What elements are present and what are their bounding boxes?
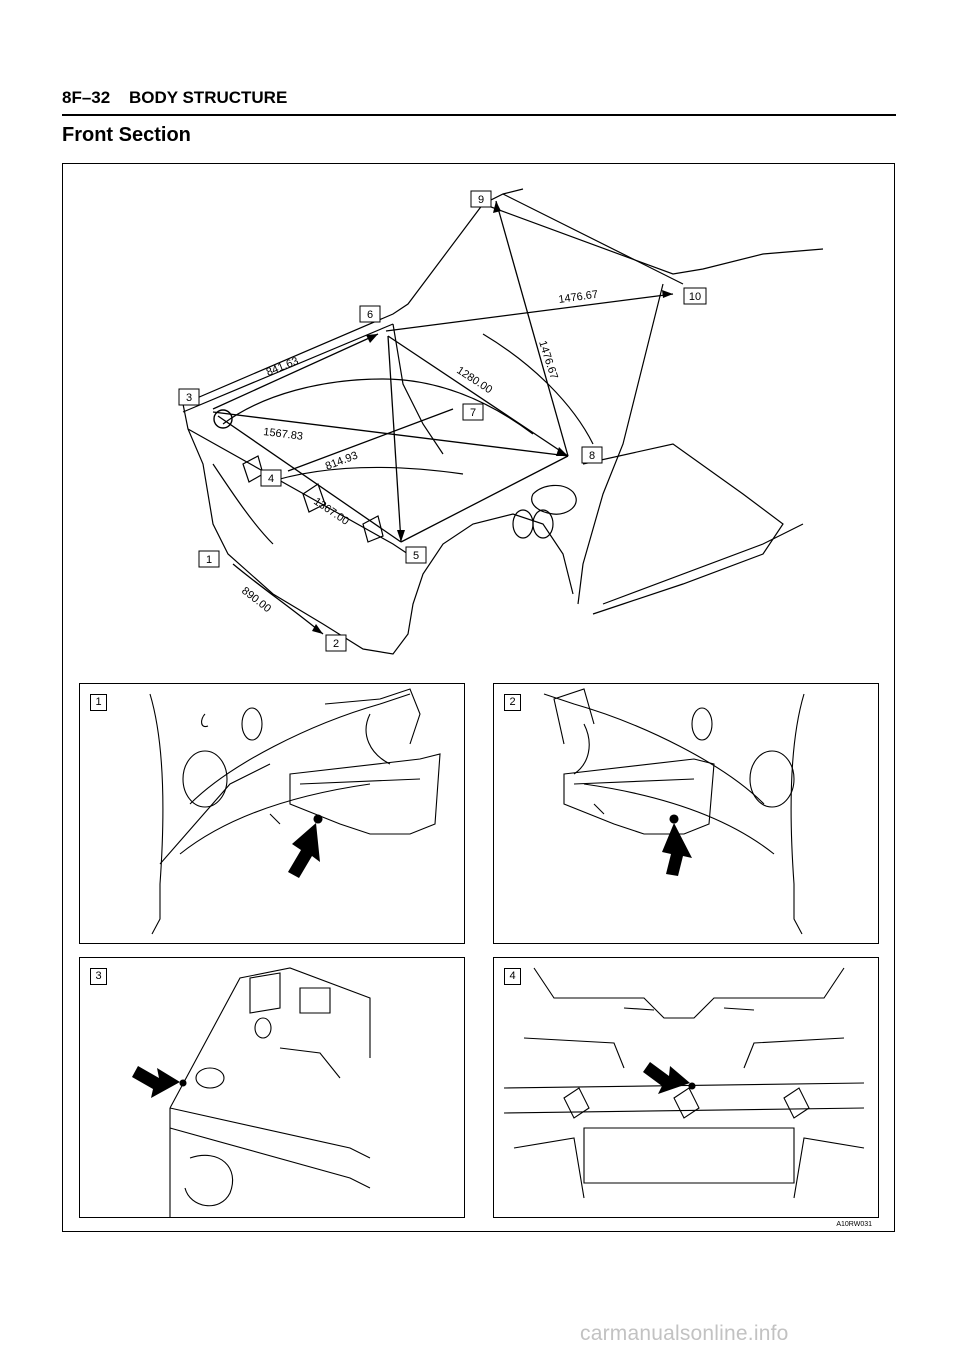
detail-panel-1-label: 1 xyxy=(90,694,107,711)
detail-panel-2: 2 xyxy=(493,683,879,944)
watermark-text: carmanualsonline.info xyxy=(580,1322,789,1345)
point-1: 1 xyxy=(206,554,212,566)
detail-3-drawing xyxy=(169,967,371,1217)
dim-1567: 1567.83 xyxy=(263,426,304,443)
line-6-8 xyxy=(387,335,569,457)
figure-frame: 1 2 3 4 5 6 7 8 9 10 841.63 1476.67 1 4 7 6 xyxy=(62,163,895,1232)
line-3-8 xyxy=(212,411,569,457)
line-6-5 xyxy=(387,335,402,543)
detail-4-arrow xyxy=(643,1062,690,1094)
detail-2-arrow xyxy=(662,823,692,876)
line-5-8 xyxy=(400,455,569,543)
dim-841: 841.63 xyxy=(265,355,301,379)
dim-1280: 1280.00 xyxy=(454,364,494,396)
dim-1476-vertical: 1476.67 xyxy=(536,339,560,381)
point-7: 7 xyxy=(470,407,476,419)
point-2: 2 xyxy=(333,638,339,650)
point-10: 10 xyxy=(689,291,701,303)
section-title: Front Section xyxy=(62,124,191,146)
line-4-7 xyxy=(287,408,454,472)
dim-1476-horizontal: 1476.67 xyxy=(558,289,599,306)
front-section-diagram: 1 2 3 4 5 6 7 8 9 10 841.63 1476.67 1 4 7 6 xyxy=(178,188,824,655)
point-5: 5 xyxy=(413,550,419,562)
detail-3-arrow xyxy=(132,1066,180,1098)
page-number: 8F–32 xyxy=(62,88,111,107)
line-9-8 xyxy=(495,200,569,457)
point-6: 6 xyxy=(367,309,373,321)
line-3-5 xyxy=(217,415,402,543)
detail-4-drawing xyxy=(503,967,865,1199)
detail-panel-4: 4 xyxy=(493,957,879,1218)
chapter-title: BODY STRUCTURE xyxy=(128,88,288,107)
header-rule xyxy=(62,114,896,116)
detail-1-arrow xyxy=(288,823,320,878)
line-6-10 xyxy=(385,293,674,332)
figure-code: A10RW031 xyxy=(836,1221,872,1228)
point-labels: 1 2 3 4 5 6 7 8 9 10 xyxy=(178,190,707,652)
point-3: 3 xyxy=(186,392,192,404)
arrow-heads xyxy=(312,201,673,634)
detail-panel-1: 1 xyxy=(79,683,465,944)
detail-panel-2-label: 2 xyxy=(504,694,521,711)
line-3-6 xyxy=(212,333,379,410)
line-1-2 xyxy=(232,563,324,635)
detail-1-drawing xyxy=(149,688,441,935)
detail-panel-4-label: 4 xyxy=(504,968,521,985)
detail-panel-3: 3 xyxy=(79,957,465,1218)
point-8: 8 xyxy=(589,450,595,462)
dimension-labels: 841.63 1476.67 1476.67 1280.00 1567.83 8… xyxy=(239,289,599,616)
detail-panel-3-label: 3 xyxy=(90,968,107,985)
dim-1367: 1367.00 xyxy=(311,496,351,528)
point-4: 4 xyxy=(268,473,274,485)
measurement-lines xyxy=(212,200,674,635)
page-header: 8F–32 BODY STRUCTURE xyxy=(62,88,287,108)
body-outline xyxy=(182,188,824,655)
point-9: 9 xyxy=(478,194,484,206)
hole-marker-3 xyxy=(213,409,233,429)
detail-2-drawing xyxy=(543,688,805,935)
